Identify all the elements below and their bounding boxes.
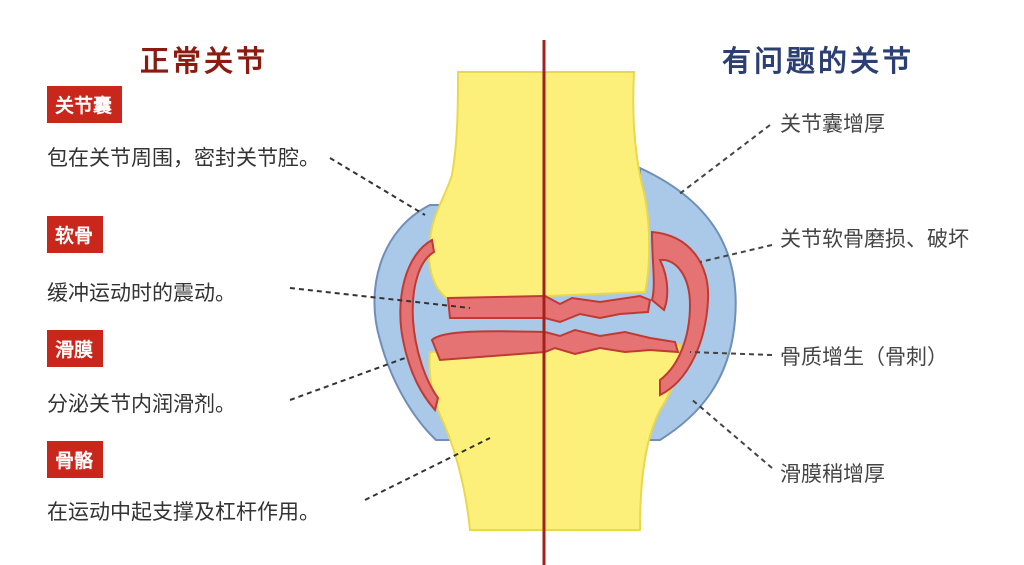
tag-joint-capsule: 关节囊 [47, 86, 123, 123]
label-bone-spur: 骨质增生（骨刺） [780, 345, 948, 369]
leader-capsule-thickening [677, 124, 771, 196]
lower-bone [428, 343, 682, 531]
upper-bone [428, 71, 651, 302]
tag-synovium: 滑膜 [47, 330, 104, 367]
desc-cartilage: 缓冲运动时的震动。 [47, 281, 236, 305]
label-cartilage-damage: 关节软骨磨损、破坏 [780, 227, 969, 251]
label-capsule-thickening: 关节囊增厚 [780, 112, 885, 136]
tag-cartilage: 软骨 [47, 216, 104, 253]
normal-joint-title: 正常关节 [140, 44, 269, 78]
label-synovium-thickening: 滑膜稍增厚 [780, 462, 885, 486]
desc-bone: 在运动中起支撑及杠杆作用。 [47, 500, 320, 524]
leader-cartilage [289, 287, 471, 309]
problem-joint-title: 有问题的关节 [722, 44, 915, 78]
leader-synovium [289, 357, 406, 401]
leader-synovium-thickening [689, 397, 773, 469]
desc-joint-capsule: 包在关节周围，密封关节腔。 [47, 146, 320, 170]
left-synovium [399, 238, 440, 413]
tag-bone: 骨骼 [47, 441, 104, 478]
upper-cartilage [446, 294, 652, 324]
leader-bone-spur [689, 351, 773, 356]
leader-capsule [329, 157, 426, 216]
lower-cartilage [430, 328, 680, 362]
desc-synovium: 分泌关节内润滑剂。 [47, 392, 236, 416]
right-synovium [650, 230, 710, 397]
leader-cartilage-damage [699, 244, 773, 263]
